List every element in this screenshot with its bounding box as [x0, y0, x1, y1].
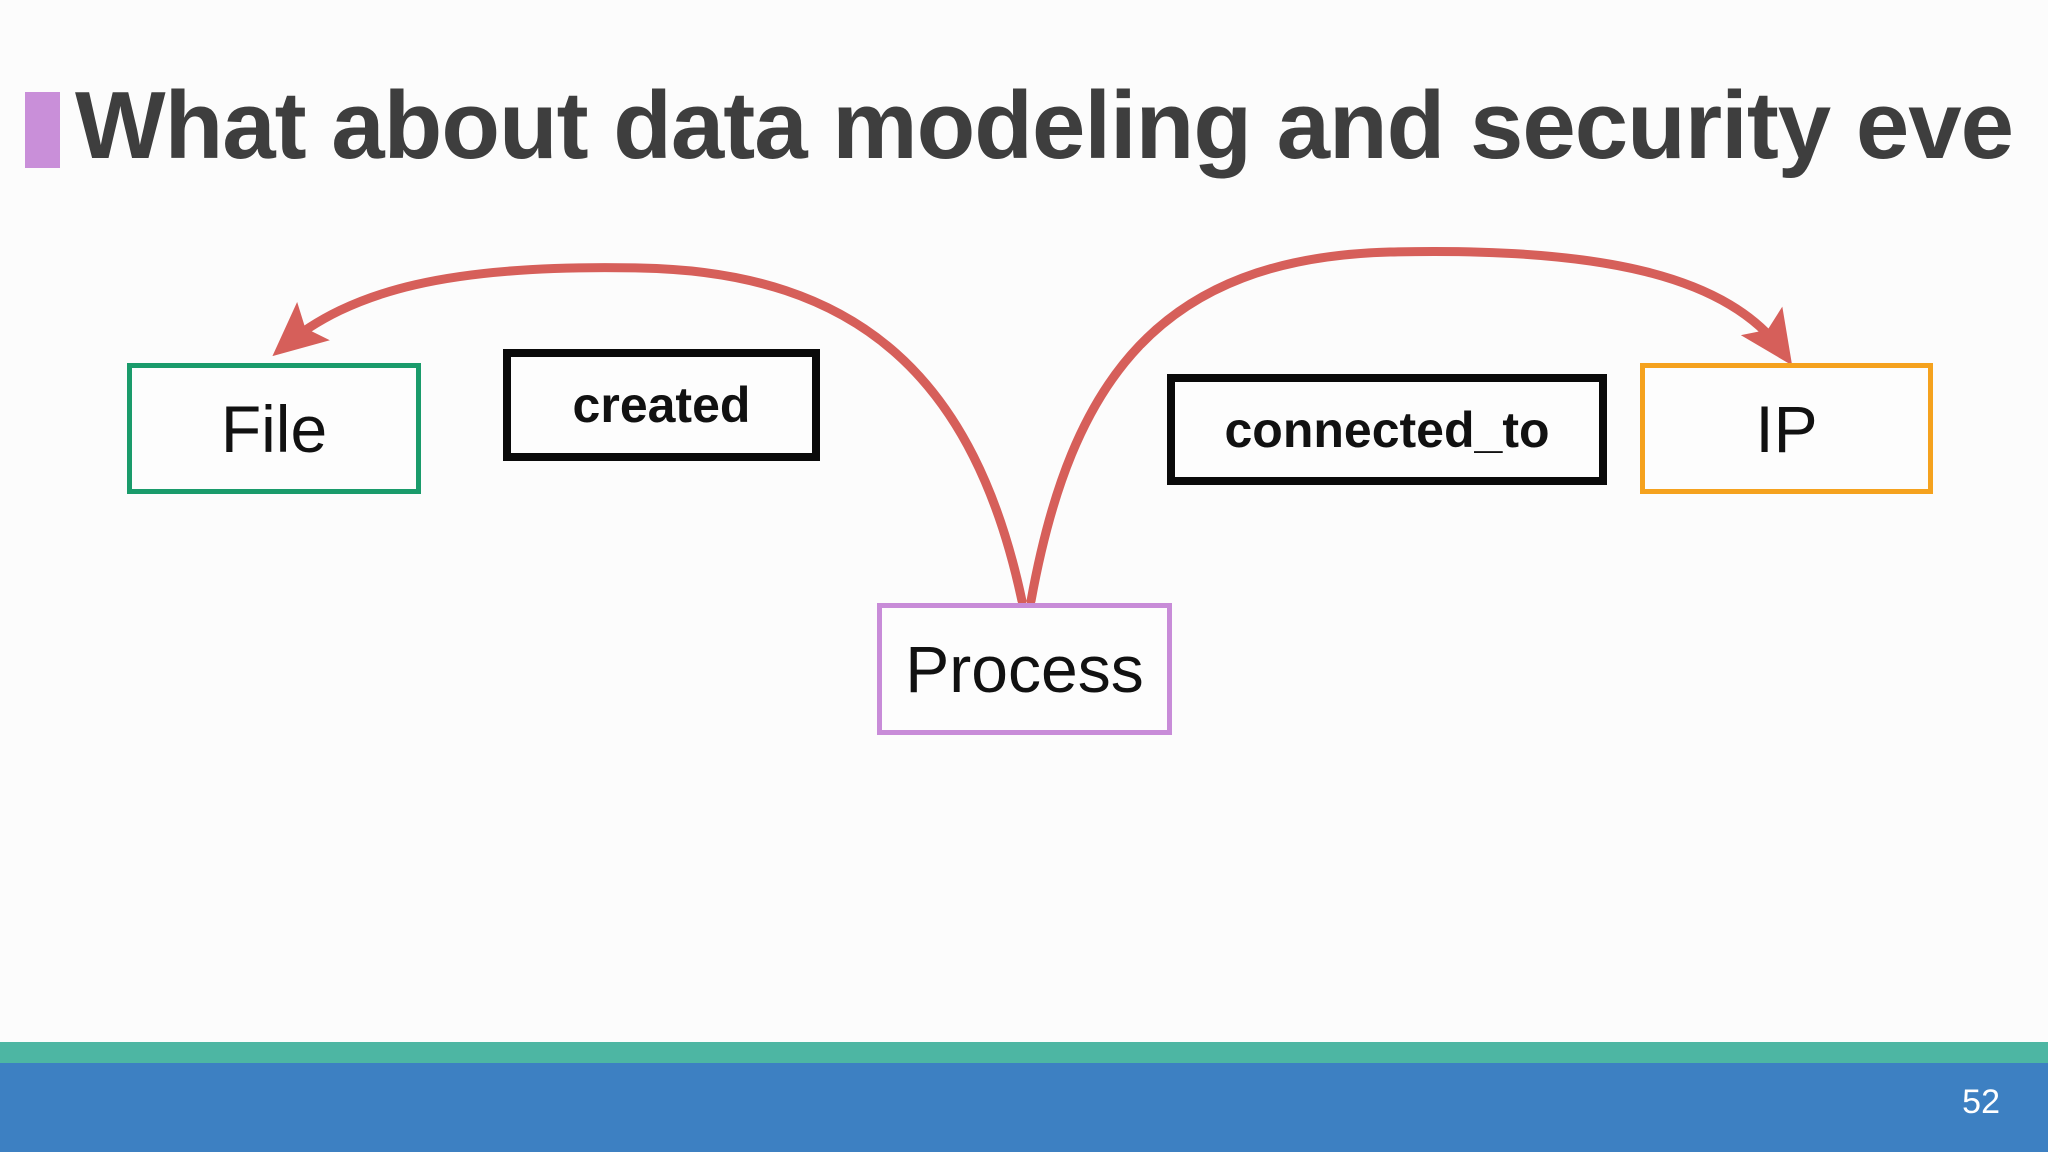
node-ip: IP: [1640, 363, 1933, 494]
page-number: 52: [1962, 1083, 2000, 1121]
node-process: Process: [877, 603, 1172, 735]
title-accent-bar: [25, 92, 60, 168]
teal-divider-strip: [0, 1042, 2048, 1063]
edge-label-connected-to: connected_to: [1167, 374, 1607, 485]
node-file: File: [127, 363, 421, 494]
footer-band: 52: [0, 1063, 2048, 1152]
slide-title: What about data modeling and security ev…: [75, 78, 2014, 179]
edge-label-created: created: [503, 349, 820, 461]
